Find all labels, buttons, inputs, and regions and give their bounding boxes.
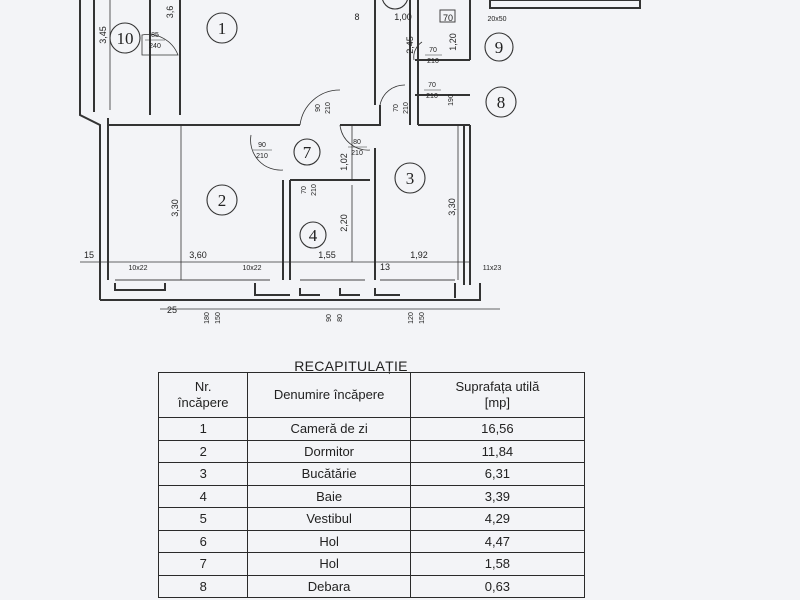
door-label: 210	[351, 150, 363, 157]
cell-room-name: Baie	[247, 484, 411, 508]
cell-room-name: Debara	[247, 574, 411, 598]
door-label: 210	[311, 184, 318, 196]
dim-label: 10x22	[128, 265, 147, 272]
room-number-circles	[109, 0, 517, 249]
door-label: 210	[256, 153, 268, 160]
dim-label: 25	[167, 305, 177, 315]
cell-room-name: Cameră de zi	[247, 417, 411, 441]
door-label: 90	[315, 104, 322, 112]
header-nr: Nr.încăpere	[157, 372, 249, 418]
cell-room-name: Bucătărie	[247, 462, 411, 486]
dim-label: 190	[448, 94, 455, 106]
dim-label: 10x22	[242, 265, 261, 272]
cell-nr: 5	[157, 507, 249, 531]
cell-room-name: Dormitor	[247, 439, 411, 463]
door-label: 70	[393, 104, 400, 112]
dim-label: 20x50	[487, 16, 506, 23]
dim-label: 150	[419, 312, 426, 324]
cell-nr: 6	[157, 529, 249, 553]
dim-label: 3,6	[165, 6, 175, 19]
dim-label: 3,45	[98, 26, 108, 44]
dim-label: 1,00	[394, 12, 412, 22]
header-area: Suprafața utilă[mp]	[409, 372, 586, 418]
door-label: 80	[353, 139, 361, 146]
dim-label: 8	[354, 12, 359, 22]
door-labels: 85 240 90 210 90 210 80 210 70 210 70 21…	[145, 32, 442, 196]
door-label: 70	[301, 186, 308, 194]
cell-area: 4,47	[409, 529, 586, 553]
door-label: 210	[427, 58, 439, 65]
cell-area: 1,58	[409, 552, 586, 576]
dim-label: 15	[84, 250, 94, 260]
dim-label: 150	[215, 312, 222, 324]
room-4-label: 4	[309, 226, 318, 245]
room-9-label: 9	[495, 38, 504, 57]
dim-label: 180	[204, 312, 211, 324]
floor-plan-drawing: 10 1 2 7 4 3 8 9 3,45 3,6 8 1,00 70 20x5…	[79, 0, 641, 324]
cell-room-name: Hol	[247, 552, 411, 576]
room-1-label: 1	[218, 19, 227, 38]
cell-nr: 1	[157, 417, 249, 441]
door-label: 70	[428, 82, 436, 89]
dim-label: 1,20	[448, 33, 458, 51]
room-2-label: 2	[218, 191, 227, 210]
dim-label: 13	[380, 262, 390, 272]
dimension-lines	[80, 0, 500, 310]
door-label: 90	[258, 142, 266, 149]
room-numbers: 10 1 2 7 4 3 8 9	[117, 19, 506, 245]
door-swings	[141, 34, 423, 171]
dim-label: 11x23	[483, 265, 502, 272]
cell-area: 0,63	[409, 574, 586, 598]
recap-table: Nr.încăpere Denumire încăpere Suprafața …	[157, 372, 586, 598]
recap-title: RECAPITULAȚIE	[294, 358, 408, 374]
dimension-labels: 3,45 3,6 8 1,00 70 20x50 2,45 1,20 3,30 …	[84, 6, 507, 324]
dim-label: 3,30	[170, 199, 180, 217]
cell-area: 16,56	[409, 417, 586, 441]
dim-label: 70	[443, 13, 453, 23]
cell-area: 6,31	[409, 462, 586, 486]
dim-label: 2,45	[405, 36, 415, 54]
dim-label: 3,30	[447, 198, 457, 216]
door-label: 240	[149, 43, 161, 50]
cell-room-name: Hol	[247, 529, 411, 553]
dim-label: 1,02	[339, 153, 349, 171]
dim-label: 90	[326, 314, 333, 322]
cell-nr: 8	[157, 574, 249, 598]
room-3-label: 3	[406, 169, 415, 188]
header-name: Denumire încăpere	[247, 372, 411, 418]
cell-room-name: Vestibul	[247, 507, 411, 531]
room-7-label: 7	[303, 143, 312, 162]
room-8-label: 8	[497, 93, 506, 112]
door-label: 85	[151, 32, 159, 39]
cell-area: 3,39	[409, 484, 586, 508]
dim-label: 1,92	[410, 250, 428, 260]
door-label: 210	[403, 102, 410, 114]
door-label: 210	[426, 93, 438, 100]
dim-label: 80	[337, 314, 344, 322]
dim-label: 2,20	[339, 214, 349, 232]
walls	[79, 0, 641, 301]
cell-area: 4,29	[409, 507, 586, 531]
dim-label: 120	[408, 312, 415, 324]
door-label: 70	[429, 47, 437, 54]
cell-nr: 4	[157, 484, 249, 508]
cell-nr: 2	[157, 439, 249, 463]
room-10-label: 10	[117, 29, 134, 48]
cell-nr: 7	[157, 552, 249, 576]
cell-nr: 3	[157, 462, 249, 486]
door-label: 210	[325, 102, 332, 114]
table-header-row: Nr.încăpere Denumire încăpere Suprafața …	[157, 372, 586, 418]
dim-label: 3,60	[189, 250, 207, 260]
cell-area: 11,84	[409, 439, 586, 463]
dim-label: 1,55	[318, 250, 336, 260]
